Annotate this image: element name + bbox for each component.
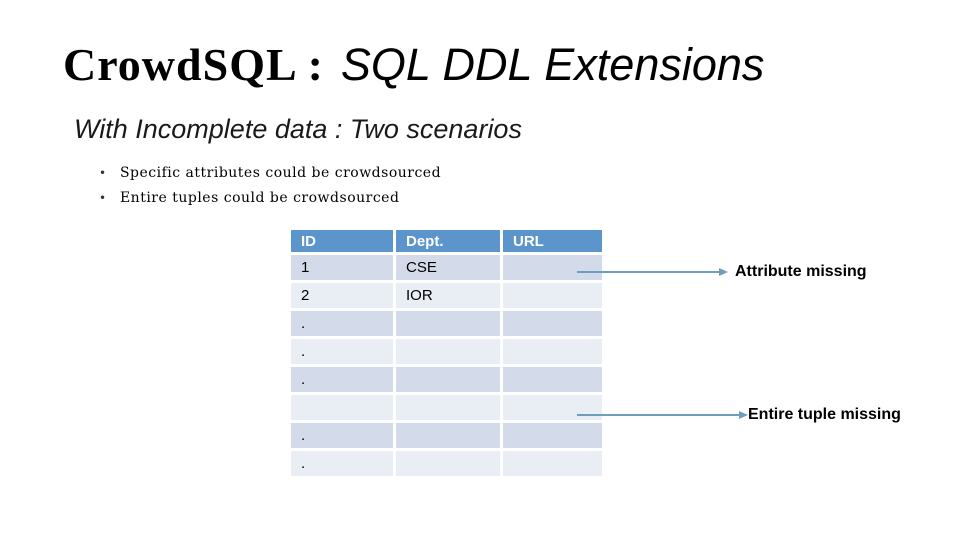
- table-cell: [393, 336, 503, 367]
- bullet-icon: •: [99, 166, 107, 180]
- entire-tuple-missing-label: Entire tuple missing: [748, 406, 901, 423]
- table-row: .: [288, 420, 605, 451]
- table-cell: .: [288, 308, 396, 339]
- table-row: .: [288, 336, 605, 367]
- table-header-cell: Dept.: [393, 227, 503, 255]
- table-cell: 2: [288, 280, 396, 311]
- attribute-missing-label: Attribute missing: [735, 263, 867, 280]
- table-cell: [393, 392, 503, 423]
- table-cell: .: [288, 336, 396, 367]
- table-cell: [500, 280, 605, 311]
- table-row: .: [288, 308, 605, 339]
- entire-tuple-missing-arrow-line: [577, 414, 739, 416]
- attribute-missing-arrowhead-icon: [719, 268, 728, 276]
- table-row: .: [288, 364, 605, 395]
- page-title: CrowdSQL : SQL DDL Extensions: [63, 38, 764, 91]
- table-cell: IOR: [393, 280, 503, 311]
- table-cell: [393, 448, 503, 479]
- table-cell: .: [288, 420, 396, 451]
- table-cell: CSE: [393, 252, 503, 283]
- bullet-text: Specific attributes could be crowdsource…: [119, 165, 442, 181]
- bullet-list: • Specific attributes could be crowdsour…: [99, 161, 441, 211]
- table-cell: [393, 308, 503, 339]
- table-cell: [500, 336, 605, 367]
- table-cell: [500, 420, 605, 451]
- attribute-missing-arrow-line: [577, 271, 719, 273]
- table-cell: .: [288, 364, 396, 395]
- table-cell: [500, 364, 605, 395]
- entire-tuple-missing-arrowhead-icon: [739, 411, 748, 419]
- table-row: [288, 392, 605, 423]
- table-cell: 1: [288, 252, 396, 283]
- table-cell: [500, 308, 605, 339]
- bullet-text: Entire tuples could be crowdsourced: [119, 190, 400, 206]
- bullet-item: • Entire tuples could be crowdsourced: [99, 186, 441, 211]
- table-cell: .: [288, 448, 396, 479]
- table-cell: [288, 392, 396, 423]
- subtitle: With Incomplete data : Two scenarios: [74, 114, 522, 144]
- title-secondary: SQL DDL Extensions: [340, 39, 765, 90]
- table-header-cell: ID: [288, 227, 396, 255]
- bullet-icon: •: [99, 191, 107, 205]
- table-header-cell: URL: [500, 227, 605, 255]
- table-cell: [500, 448, 605, 479]
- table-cell: [500, 392, 605, 423]
- table-cell: [393, 420, 503, 451]
- table-row: .: [288, 448, 605, 479]
- table-cell: [500, 252, 605, 283]
- title-primary: CrowdSQL :: [63, 39, 324, 90]
- table-cell: [393, 364, 503, 395]
- bullet-item: • Specific attributes could be crowdsour…: [99, 161, 441, 186]
